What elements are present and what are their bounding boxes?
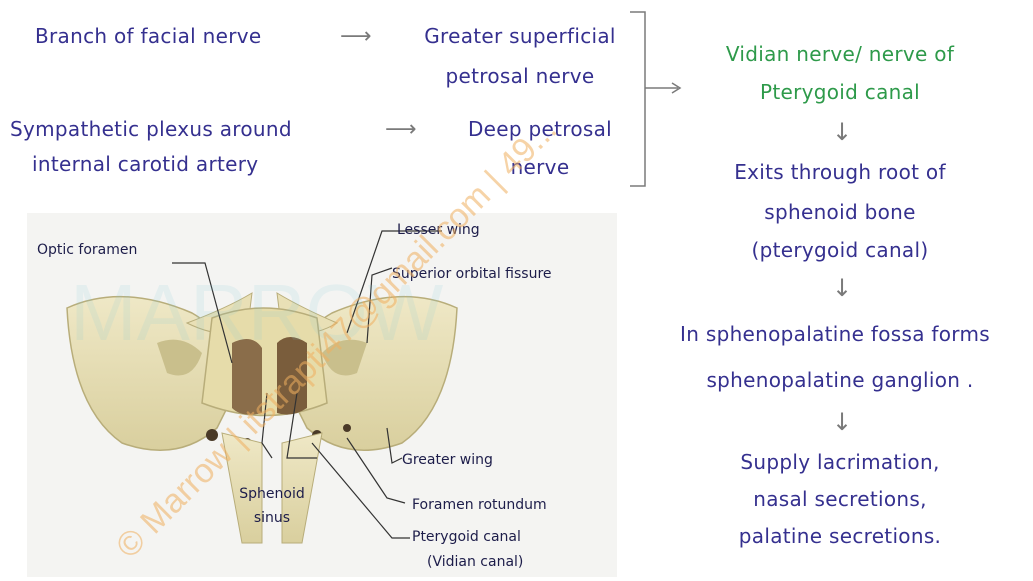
supply-line3: palatine secretions. (680, 522, 1000, 550)
label-pterygoid-canal-line1: Pterygoid canal (412, 528, 521, 546)
arrow-down-2: ↓ (832, 276, 852, 300)
label-greater-wing: Greater wing (402, 451, 493, 469)
exits-line1: Exits through root of (680, 158, 1000, 186)
exits-line2: sphenoid bone (680, 198, 1000, 226)
arrow-down-3: ↓ (832, 410, 852, 434)
facial-nerve-branch-text: Branch of facial nerve (35, 22, 262, 50)
sympathetic-plexus-line2: internal carotid artery (32, 150, 258, 178)
label-lesser-wing: Lesser wing (397, 221, 480, 239)
supply-line2: nasal secretions, (680, 485, 1000, 513)
fossa-line2: sphenopalatine ganglion . (660, 366, 1020, 394)
sympathetic-plexus-line1: Sympathetic plexus around (10, 115, 292, 143)
fossa-line1: In sphenopalatine fossa forms (640, 320, 1030, 348)
exits-line3: (pterygoid canal) (680, 236, 1000, 264)
merge-bracket (600, 8, 690, 193)
label-superior-orbital-fissure: Superior orbital fissure (392, 265, 552, 283)
label-sphenoid-sinus-line2: sinus (232, 509, 312, 527)
vidian-nerve-line1: Vidian nerve/ nerve of (680, 40, 1000, 68)
label-pterygoid-canal-line2: (Vidian canal) (427, 553, 523, 571)
arrow-down-1: ↓ (832, 120, 852, 144)
sphenoid-bone-figure: Optic foramen Lesser wing Superior orbit… (27, 213, 617, 577)
label-optic-foramen: Optic foramen (37, 241, 137, 259)
arrow-right-1: ⟶ (340, 26, 372, 48)
arrow-right-2: ⟶ (385, 119, 417, 141)
vidian-nerve-line2: Pterygoid canal (680, 78, 1000, 106)
supply-line1: Supply lacrimation, (680, 448, 1000, 476)
label-sphenoid-sinus-line1: Sphenoid (232, 485, 312, 503)
label-foramen-rotundum: Foramen rotundum (412, 496, 547, 514)
